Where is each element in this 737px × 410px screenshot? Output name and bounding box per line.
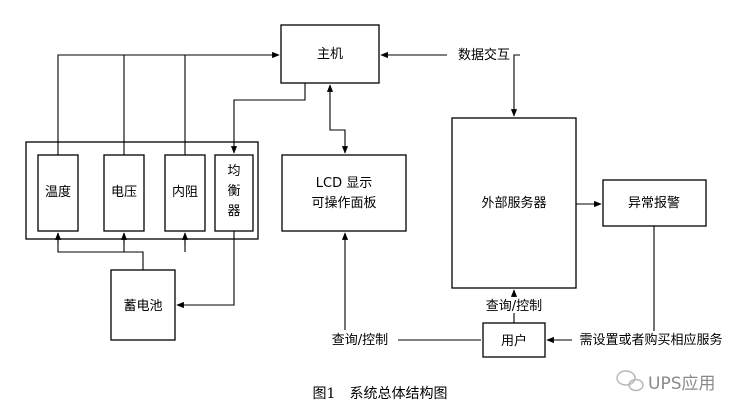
- watermark-text: UPS应用: [648, 374, 716, 394]
- host-box: [280, 24, 380, 84]
- voltage-box: [103, 154, 145, 232]
- service-label: 需设置或者购买相应服务: [579, 332, 722, 348]
- equalizer-label-2: 衡: [227, 184, 240, 199]
- external-server-label: 外部服务器: [481, 195, 546, 211]
- host-lcd-link: [326, 84, 349, 154]
- equalizer-box: [214, 154, 254, 232]
- wechat-icon: [616, 370, 644, 392]
- figure-caption: 图1 系统总体结构图: [313, 386, 448, 402]
- host-label: 主机: [317, 47, 343, 62]
- label-bg: [322, 330, 398, 348]
- equalizer-to-battery-arrow: [176, 231, 235, 309]
- label-bg-3: [572, 331, 730, 349]
- equalizer-label-3: 器: [227, 204, 240, 219]
- data-exchange-label: 数据交互: [458, 47, 510, 63]
- lcd-panel-box: [281, 154, 407, 232]
- battery-box: [110, 269, 176, 341]
- user-box: [482, 322, 546, 358]
- internal-resistance-box: [164, 154, 206, 232]
- battery-label: 蓄电池: [123, 299, 162, 314]
- label-bg-2: [477, 297, 551, 313]
- host-server-link-right: [510, 54, 520, 117]
- voltage-label: 电压: [111, 185, 137, 200]
- sensors-to-host-arrow: [57, 54, 279, 155]
- lcd-label-1: LCD 显示: [316, 176, 372, 191]
- equalizer-label-1: 均: [227, 164, 240, 179]
- user-label: 用户: [501, 333, 527, 349]
- alarm-label: 异常报警: [628, 195, 680, 211]
- internal-resistance-label: 内阻: [172, 184, 198, 200]
- external-server-box: [451, 117, 577, 289]
- lcd-label-2: 可操作面板: [311, 195, 376, 211]
- query-control-lcd-label: 查询/控制: [332, 333, 388, 348]
- host-to-equalizer-arrow: [230, 83, 306, 154]
- temperature-label: 温度: [45, 184, 71, 200]
- query-control-server-label: 查询/控制: [486, 299, 542, 314]
